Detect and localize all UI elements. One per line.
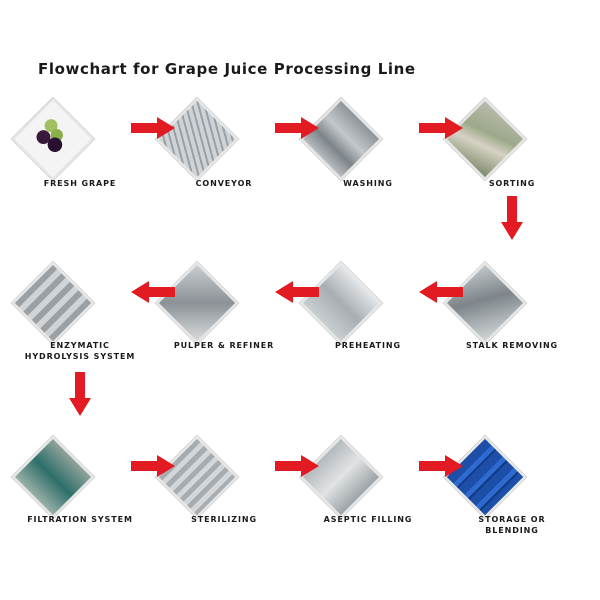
step-label: WASHING — [308, 178, 428, 189]
step-label: FILTRATION SYSTEM — [20, 514, 140, 525]
enzyme-tanks-photo — [12, 262, 94, 344]
step-label: ENZYMATIC HYDROLYSIS SYSTEM — [20, 340, 140, 362]
arrow-down — [68, 372, 92, 416]
step-label: SORTING — [452, 178, 572, 189]
step-label: CONVEYOR — [164, 178, 284, 189]
arrow-right — [419, 454, 463, 478]
grapes-photo — [12, 98, 94, 180]
step-label: STORAGE OR BLENDING — [452, 514, 572, 536]
filtration-photo — [12, 436, 94, 518]
step-label: PREHEATING — [308, 340, 428, 351]
arrow-right — [275, 116, 319, 140]
arrow-right — [131, 116, 175, 140]
arrow-left — [131, 280, 175, 304]
step-label: STERILIZING — [164, 514, 284, 525]
page-title: Flowchart for Grape Juice Processing Lin… — [38, 60, 416, 78]
arrow-right — [275, 454, 319, 478]
arrow-left — [275, 280, 319, 304]
step-label: STALK REMOVING — [452, 340, 572, 351]
arrow-left — [419, 280, 463, 304]
step-label: FRESH GRAPE — [20, 178, 140, 189]
arrow-right — [131, 454, 175, 478]
step-label: PULPER & REFINER — [164, 340, 284, 351]
step-label: ASEPTIC FILLING — [308, 514, 428, 525]
arrow-right — [419, 116, 463, 140]
arrow-down — [500, 196, 524, 240]
